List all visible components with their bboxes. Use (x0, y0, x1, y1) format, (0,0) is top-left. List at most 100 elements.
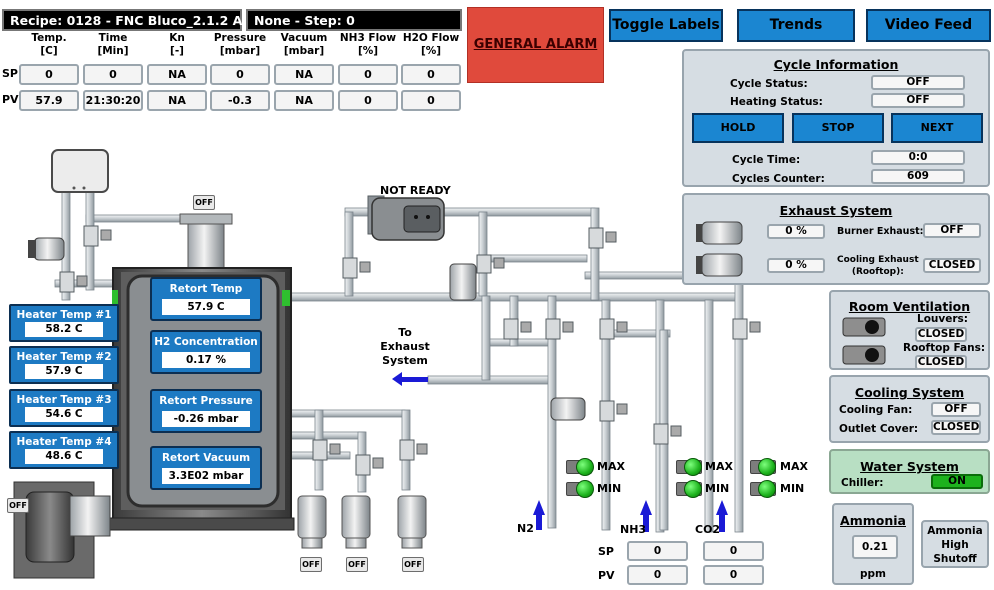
cycles-counter-value: 609 (871, 169, 965, 184)
cooling-exhaust-percent: 0 % (767, 258, 825, 273)
heater-temp-2-label: Heater Temp #2 (16, 351, 112, 363)
video-feed-button[interactable]: Video Feed (866, 9, 991, 42)
nh3-sp-value: 0 (627, 541, 688, 561)
rooftop-fans-icon (842, 345, 886, 365)
cycle-time-value: 0:0 (871, 150, 965, 165)
nh3-max-led-icon (684, 458, 702, 476)
retort-temp-tile: Retort Temp 57.9 C (150, 277, 262, 321)
sp-temp-value: 0 (19, 64, 79, 85)
burner-exhaust-label: Burner Exhaust: (837, 226, 924, 237)
outlet-cover-label: Outlet Cover: (839, 423, 919, 435)
pv-kn-value: NA (147, 90, 207, 111)
heater-temp-4-label: Heater Temp #4 (16, 436, 112, 448)
motor-off-indicator[interactable]: OFF (193, 195, 215, 210)
heater-temp-3-tile: Heater Temp #3 54.6 C (9, 389, 119, 427)
next-button[interactable]: NEXT (891, 113, 983, 143)
column-header-kn: Kn [-] (169, 32, 185, 57)
cycle-time-label: Cycle Time: (732, 154, 801, 166)
gas-pv-label: PV (598, 569, 615, 582)
cylinder-2-off-indicator[interactable]: OFF (346, 557, 368, 572)
nh3-min-led-icon (684, 480, 702, 498)
water-system-panel: Water System Chiller: ON (829, 449, 990, 494)
heater-temp-4-tile: Heater Temp #4 48.6 C (9, 431, 119, 469)
co2-pv-value: 0 (703, 565, 764, 585)
sp-h2o-value: 0 (401, 64, 461, 85)
toggle-labels-button[interactable]: Toggle Labels (609, 9, 723, 42)
retort-vacuum-tile: Retort Vacuum 3.3E02 mbar (150, 446, 262, 490)
sp-pressure-value: 0 (210, 64, 270, 85)
n2-min-label: MIN (597, 482, 622, 495)
n2-max-led-icon (576, 458, 594, 476)
pv-h2o-value: 0 (401, 90, 461, 111)
hold-button[interactable]: HOLD (692, 113, 784, 143)
sp-nh3-value: 0 (338, 64, 398, 85)
cylinder-3-off-indicator[interactable]: OFF (402, 557, 424, 572)
co2-sp-value: 0 (703, 541, 764, 561)
ammonia-high-shutoff-button[interactable]: Ammonia High Shutoff (921, 520, 989, 568)
outlet-cover-value: CLOSED (931, 420, 981, 435)
louvers-value: CLOSED (915, 327, 967, 342)
exhaust-system-title: Exhaust System (779, 203, 893, 218)
burner-exhaust-percent: 0 % (767, 224, 825, 239)
louvers-label: Louvers: (917, 313, 968, 325)
cycle-information-panel: Cycle Information Cycle Status: OFF Heat… (682, 49, 990, 187)
retort-temp-value: 57.9 C (162, 299, 250, 315)
louvers-icon (842, 317, 886, 337)
cylinder-1-off-indicator[interactable]: OFF (300, 557, 322, 572)
room-ventilation-panel: Room Ventilation Louvers: CLOSED Rooftop… (829, 290, 990, 370)
retort-pressure-label: Retort Pressure (159, 395, 253, 407)
column-header-temp: Temp. [C] (31, 32, 67, 57)
cooling-system-title: Cooling System (854, 385, 965, 400)
ammonia-unit: ppm (860, 568, 886, 580)
sp-vacuum-value: NA (274, 64, 334, 85)
column-header-vacuum: Vacuum [mbar] (280, 32, 328, 57)
heating-status-label: Heating Status: (730, 96, 823, 108)
heater-temp-4-value: 48.6 C (25, 449, 103, 464)
stop-button[interactable]: STOP (792, 113, 884, 143)
h2-concentration-tile: H2 Concentration 0.17 % (150, 330, 262, 374)
n2-max-label: MAX (597, 460, 625, 473)
nh3-pv-value: 0 (627, 565, 688, 585)
cooling-exhaust-label: Cooling Exhaust (Rooftop): (837, 255, 919, 277)
nh3-label: NH3 (620, 523, 647, 536)
cycle-status-value: OFF (871, 75, 965, 90)
rooftop-fans-label: Rooftop Fans: (903, 342, 986, 354)
sp-kn-value: NA (147, 64, 207, 85)
heater-temp-2-value: 57.9 C (25, 364, 103, 379)
room-ventilation-title: Room Ventilation (848, 299, 971, 314)
column-header-time: Time [Min] (97, 32, 129, 57)
water-system-title: Water System (860, 459, 959, 474)
co2-min-led-icon (758, 480, 776, 498)
heater-temp-3-value: 54.6 C (25, 407, 103, 422)
burner-exhaust-value: OFF (923, 223, 981, 238)
nh3-min-label: MIN (705, 482, 730, 495)
h2-concentration-label: H2 Concentration (154, 336, 258, 348)
retort-temp-label: Retort Temp (169, 283, 243, 295)
blower-off-indicator[interactable]: OFF (7, 498, 29, 513)
step-label: None - Step: 0 (246, 9, 462, 31)
cycle-information-title: Cycle Information (773, 57, 899, 72)
column-header-h2o-flow: H2O Flow [%] (402, 32, 460, 57)
cooling-exhaust-fan-icon (696, 253, 743, 277)
general-alarm-indicator[interactable]: GENERAL ALARM (467, 7, 604, 83)
cooling-fan-value: OFF (931, 402, 981, 417)
cooling-exhaust-value: CLOSED (923, 258, 981, 273)
heating-status-value: OFF (871, 93, 965, 108)
ammonia-high-shutoff-label: Ammonia High Shutoff (927, 525, 983, 565)
column-header-pressure: Pressure [mbar] (213, 32, 267, 57)
cooling-system-panel: Cooling System Cooling Fan: OFF Outlet C… (829, 375, 990, 443)
ammonia-title: Ammonia (840, 513, 906, 528)
co2-max-label: MAX (780, 460, 808, 473)
sp-time-value: 0 (83, 64, 143, 85)
ammonia-value: 0.21 (852, 535, 898, 559)
cycles-counter-label: Cycles Counter: (732, 173, 825, 185)
trends-button[interactable]: Trends (737, 9, 855, 42)
n2-label: N2 (517, 522, 534, 535)
pv-vacuum-value: NA (274, 90, 334, 111)
retort-pressure-tile: Retort Pressure -0.26 mbar (150, 389, 262, 433)
pv-row-label: PV (2, 93, 19, 106)
rooftop-fans-value: CLOSED (915, 355, 967, 370)
h2-concentration-value: 0.17 % (162, 352, 250, 368)
n2-min-led-icon (576, 480, 594, 498)
cycle-status-label: Cycle Status: (730, 78, 808, 90)
